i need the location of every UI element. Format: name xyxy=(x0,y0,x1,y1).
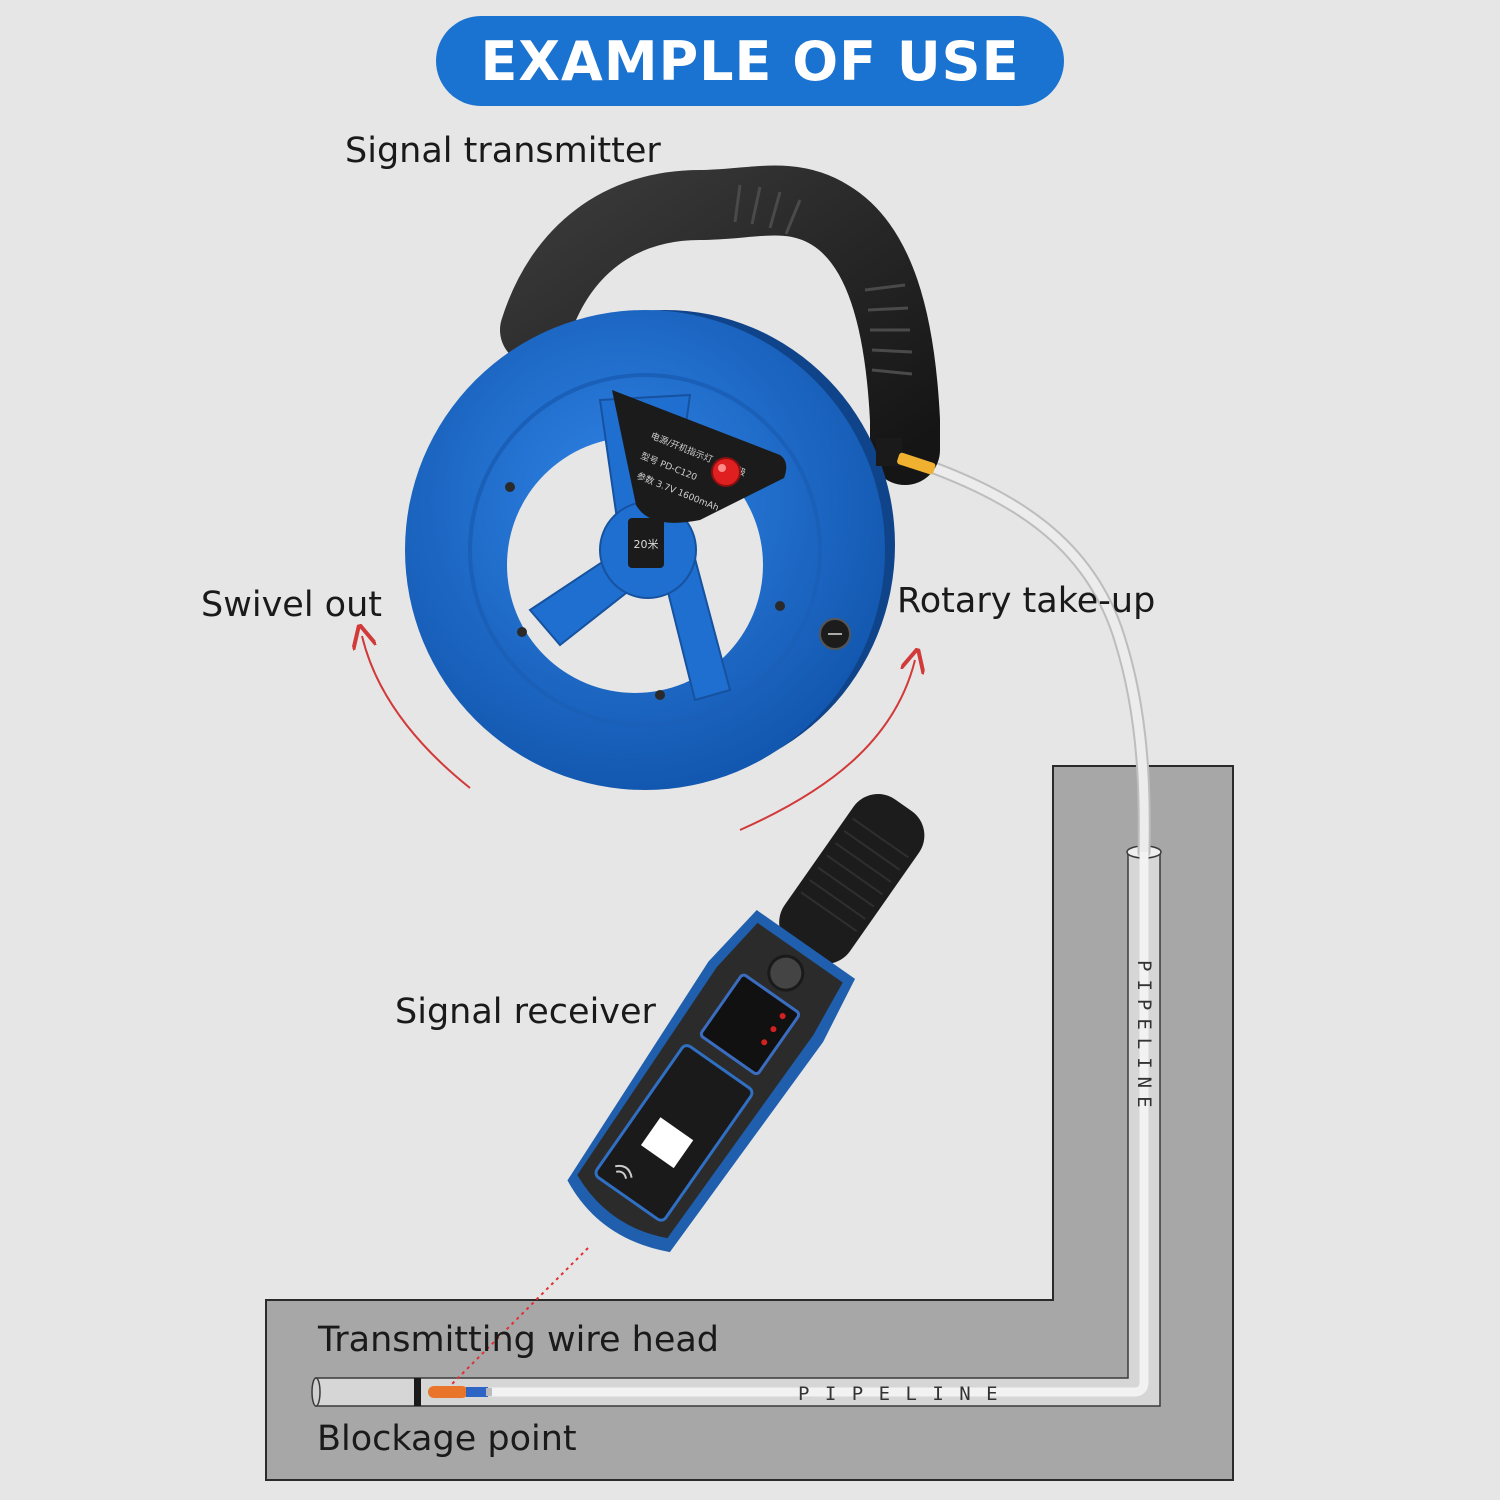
transmitting-wire xyxy=(490,455,1151,1397)
blockage-marker xyxy=(414,1378,421,1406)
reel-control-panel xyxy=(612,390,787,523)
receiver-screen xyxy=(699,973,801,1076)
label-signal-transmitter: Signal transmitter xyxy=(345,131,661,171)
wire-head-icon xyxy=(428,1386,492,1398)
label-blockage-point: Blockage point xyxy=(317,1419,577,1459)
label-signal-receiver: Signal receiver xyxy=(395,992,656,1032)
take-up-arrow-icon xyxy=(739,660,915,831)
page-title: EXAMPLE OF USE xyxy=(480,29,1020,93)
label-transmitting-wire-head: Transmitting wire head xyxy=(318,1320,720,1360)
reel-handle-icon xyxy=(500,165,940,485)
wireless-signal-icon xyxy=(615,1164,633,1179)
signal-transmitter-reel: 电源/开机指示灯 · 专家级 型号 PD-C120 参数 3.7V 1600mA… xyxy=(405,165,940,790)
pipeline-wall xyxy=(265,765,1234,1481)
svg-text:20米: 20米 xyxy=(634,538,659,551)
receiver-grip xyxy=(779,794,925,964)
label-swivel-out: Swivel out xyxy=(201,585,382,625)
pipeline-horizontal-label: P I P E L I N E xyxy=(798,1383,1000,1405)
red-button-icon xyxy=(711,457,741,487)
label-rotary-take-up: Rotary take-up xyxy=(897,581,1156,621)
pipeline-vertical-label: PIPELINE xyxy=(1133,960,1155,1116)
swivel-arrow-icon xyxy=(362,636,471,789)
signal-receiver-device xyxy=(567,794,925,1253)
receiver-logo-block xyxy=(640,1117,694,1169)
reel-hub-badge xyxy=(628,518,664,568)
title-banner: EXAMPLE OF USE xyxy=(436,16,1064,106)
